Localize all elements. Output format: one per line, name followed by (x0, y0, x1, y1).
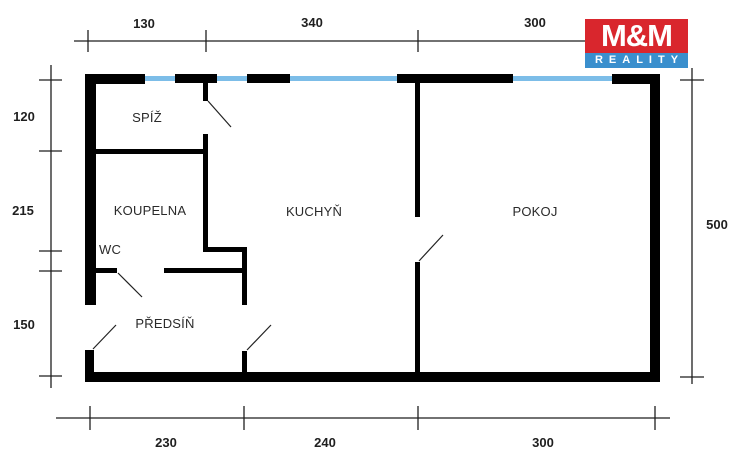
door-wc (117, 272, 143, 298)
window-kuchyn-2 (290, 76, 397, 81)
wall-bottom (85, 372, 660, 382)
door-spiz (207, 100, 232, 128)
door-entrance (92, 324, 117, 350)
wall-top-2 (175, 74, 217, 83)
wall-right (650, 74, 660, 382)
room-label-spiz: SPÍŽ (132, 110, 162, 125)
window-kuchyn-1 (217, 76, 247, 81)
wall-spiz-koupelna (96, 149, 208, 154)
door-pokoj (418, 234, 444, 262)
wall-top-1 (85, 74, 145, 84)
wall-left-upper (85, 74, 96, 305)
wall-top-4 (397, 74, 513, 83)
wall-koupelna-right (203, 134, 208, 252)
dim-bottom-3: 300 (532, 435, 554, 450)
dim-top-2: 340 (301, 15, 323, 30)
wall-wc-left (96, 268, 117, 273)
window-spiz (145, 76, 175, 81)
dimension-top (74, 30, 654, 52)
room-label-koupelna: KOUPELNA (114, 203, 187, 218)
walls (85, 74, 660, 382)
wall-spiz-stub (203, 80, 208, 101)
dimension-left (39, 65, 62, 388)
room-label-kuchyn: KUCHYŇ (286, 204, 342, 219)
dim-left-1: 120 (13, 109, 35, 124)
door-kuchyn (246, 324, 272, 351)
doors (92, 100, 444, 351)
dim-left-3: 150 (13, 317, 35, 332)
dim-bottom-1: 230 (155, 435, 177, 450)
mm-reality-logo: M&M REALITY (585, 19, 688, 69)
wall-kuchyn-pokoj-upper (415, 80, 420, 217)
dim-right-1: 500 (706, 217, 728, 232)
wall-predsin-right (242, 247, 247, 305)
window-pokoj (513, 76, 612, 81)
dimension-bottom (56, 406, 670, 430)
room-label-wc: WC (99, 242, 121, 257)
logo-brand-top: M&M (585, 19, 688, 53)
wall-left-lower (85, 350, 94, 382)
dim-top-3: 300 (524, 15, 546, 30)
dim-top-1: 130 (133, 16, 155, 31)
room-label-pokoj: POKOJ (512, 204, 557, 219)
wall-predsin-stub (242, 351, 247, 376)
dim-left-2: 215 (12, 203, 34, 218)
wall-kuchyn-pokoj-lower (415, 262, 420, 376)
wall-top-3 (247, 74, 290, 83)
dim-bottom-2: 240 (314, 435, 336, 450)
wall-koupelna-step (203, 247, 247, 252)
room-label-predsin: PŘEDSÍŇ (135, 316, 194, 331)
wall-top-5 (612, 74, 660, 84)
windows (145, 76, 612, 81)
logo-brand-bottom: REALITY (585, 53, 688, 68)
dimension-right (680, 68, 704, 384)
wall-wc-right (164, 268, 247, 273)
